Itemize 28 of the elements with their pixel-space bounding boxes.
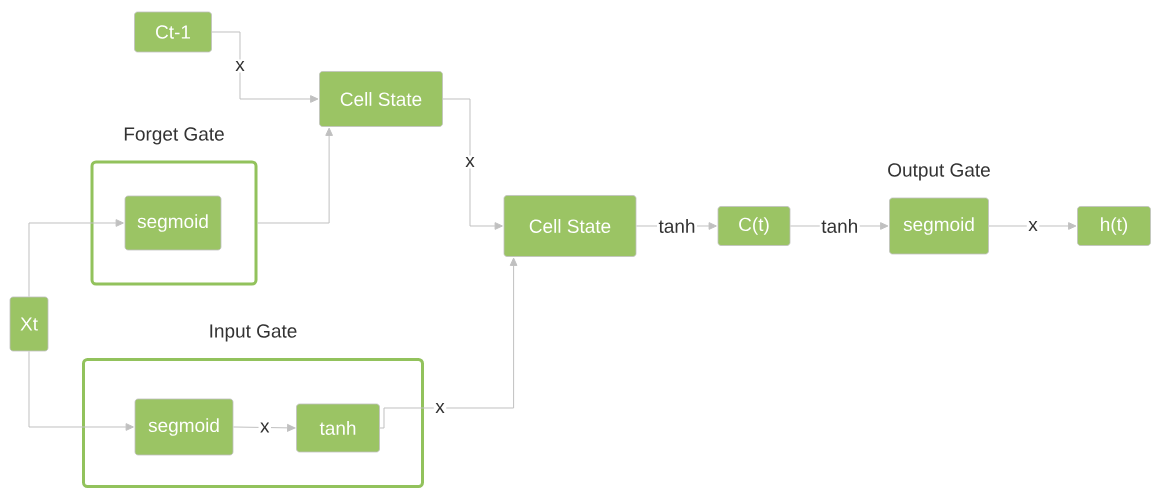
process-box: tanh <box>296 403 380 453</box>
edge-label: x <box>258 420 271 434</box>
arrow <box>988 222 1077 230</box>
arrow <box>257 127 333 224</box>
edge-label: x <box>233 59 247 73</box>
node-label: Forget Gate <box>124 127 224 145</box>
arrow <box>379 257 518 429</box>
arrow <box>442 98 503 230</box>
process-box: segmoid <box>134 398 234 456</box>
process-box: h(t) <box>1077 206 1151 246</box>
process-box: Ct-1 <box>134 11 212 53</box>
process-box: Xt <box>9 296 49 352</box>
edge-label: x <box>1026 219 1040 233</box>
gate-label: Output Gate <box>888 163 990 181</box>
edge-label: x <box>463 155 477 169</box>
process-box: Cell State <box>319 71 443 127</box>
edge-label: tanh <box>819 217 860 235</box>
arrow <box>211 31 319 103</box>
arrow <box>28 350 134 431</box>
process-box: C(t) <box>717 206 791 246</box>
edge-label: x <box>433 401 447 415</box>
arrow <box>28 219 124 298</box>
process-box: segmoid <box>124 195 222 251</box>
edge-label: tanh <box>657 217 697 235</box>
process-box: Cell State <box>503 195 637 257</box>
node-label: Input Gate <box>210 324 297 342</box>
arrow <box>232 424 296 432</box>
process-box: segmoid <box>889 197 989 255</box>
